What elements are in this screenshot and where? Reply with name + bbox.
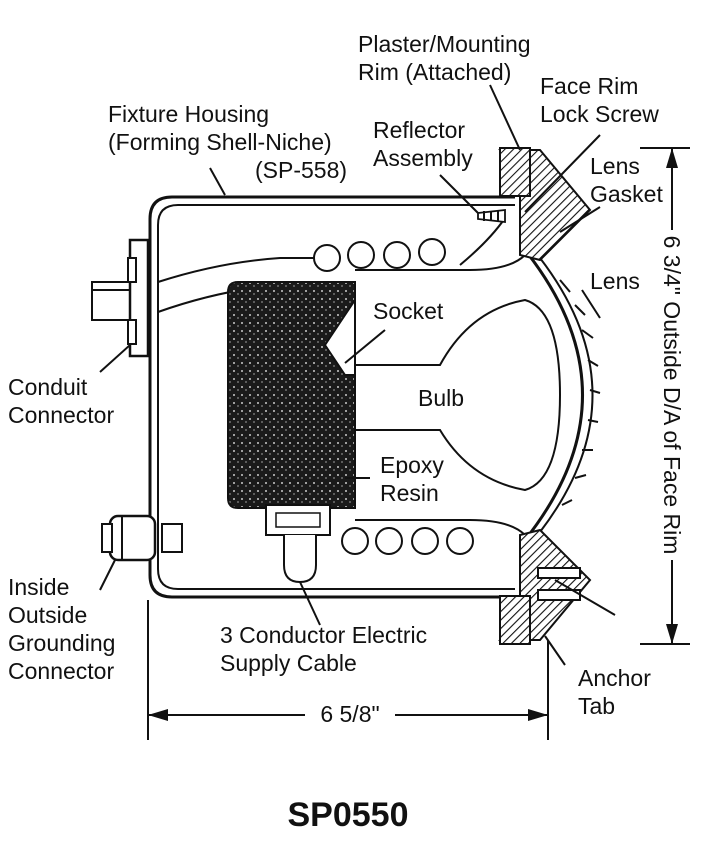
height-dimension-label: 6 3/4" Outside D/A of Face Rim — [659, 236, 685, 555]
grounding-connector — [101, 514, 183, 562]
grounding-connector-label: Inside Outside Grounding Connector — [8, 574, 122, 684]
epoxy-resin-label: Epoxy Resin — [380, 452, 450, 506]
face-rim — [498, 147, 592, 645]
epoxy-resin-block — [227, 281, 356, 509]
wire-coils-bottom — [341, 527, 474, 555]
height-dimension-line — [640, 147, 690, 645]
fixture-housing-label: Fixture Housing (Forming Shell-Niche) (S… — [108, 101, 347, 183]
width-dimension-label: 6 5/8" — [320, 701, 379, 727]
plaster-rim-label: Plaster/Mounting Rim (Attached) — [358, 31, 537, 85]
socket-label: Socket — [373, 298, 444, 324]
leader-lines — [99, 84, 601, 666]
face-rim-lock-screw — [477, 208, 506, 224]
conduit-connector — [91, 238, 150, 358]
width-dimension-line — [147, 600, 549, 740]
socket — [323, 296, 356, 376]
face-rim-lock-screw-label: Face Rim Lock Screw — [540, 73, 659, 127]
model-number: SP0550 — [288, 796, 409, 834]
wire-coils-top — [313, 238, 446, 272]
reflector-assembly-label: Reflector Assembly — [373, 117, 473, 171]
supply-cable-label: 3 Conductor Electric Supply Cable — [220, 622, 433, 676]
anchor-tab-label: Anchor Tab — [578, 665, 657, 719]
lens-label: Lens — [590, 268, 640, 294]
conduit-connector-label: Conduit Connector — [8, 374, 114, 428]
lens — [523, 249, 601, 541]
bulb — [354, 298, 562, 492]
fixture-housing-shell — [148, 195, 515, 599]
conduit-wire-path — [157, 257, 330, 283]
lens-gasket-label: Lens Gasket — [590, 153, 663, 207]
bulb-label: Bulb — [418, 385, 464, 411]
anchor-tab — [537, 567, 616, 616]
supply-cable — [265, 504, 331, 584]
